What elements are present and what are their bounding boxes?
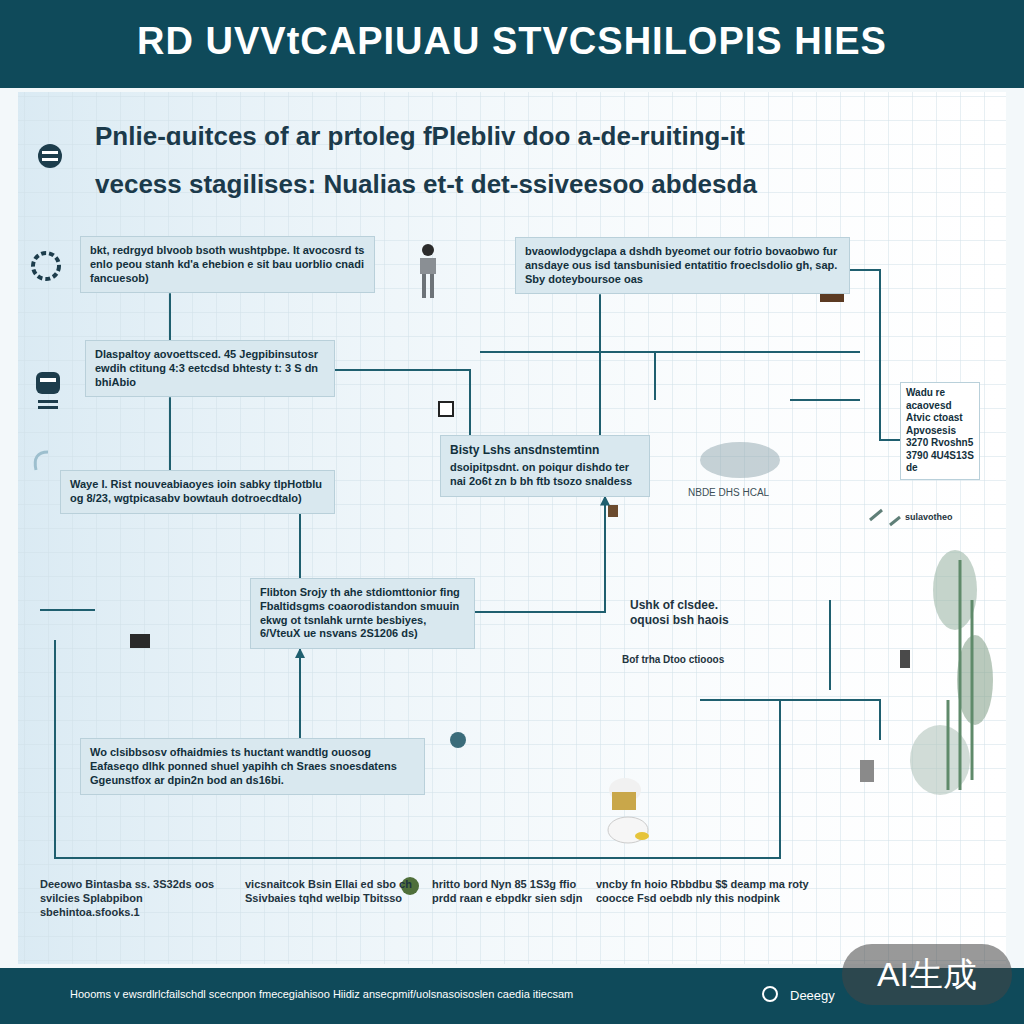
- box-text: Wo clsibbsosv ofhaidmies ts huctant wand…: [90, 746, 415, 787]
- box-text: Waye I. Rist nouveabiaoyes ioin sabky tl…: [70, 478, 325, 506]
- text-box: Waye I. Rist nouveabiaoyes ioin sabky tl…: [60, 470, 335, 514]
- connector: [169, 397, 171, 470]
- text-box: Flibton Srojy th ahe stdiomttonior fing …: [250, 578, 475, 649]
- connector: [169, 293, 171, 340]
- footnote: vncby fn hoio Rbbdbu $$ deamp ma roty co…: [596, 878, 836, 906]
- subtitle: vecess stagilises: Nualias et-t det-ssiv…: [95, 168, 995, 201]
- box-text: Dlaspaltoy aovoettsced. 45 Jegpibinsutos…: [95, 348, 325, 389]
- connector: [599, 294, 601, 435]
- box-text: bkt, redrgyd blvoob bsoth wushtpbpe. It …: [90, 244, 365, 285]
- box-heading: Bisty Lshs ansdnstemtinn: [450, 443, 640, 458]
- connector: [850, 270, 900, 440]
- wires: [40, 352, 880, 858]
- box-text: Flibton Srojy th ahe stdiomttonior fing …: [260, 586, 465, 641]
- connector: [475, 497, 605, 613]
- note: Bof trha Dtoo ctiooos: [622, 654, 762, 667]
- diagram-title: RD UVVtCAPIUAU STVCSHILOPIS HIES: [0, 20, 1024, 63]
- text-box: Wo clsibbsosv ofhaidmies ts huctant wand…: [80, 738, 425, 795]
- text-box: Dlaspaltoy aovoettsced. 45 Jegpibinsutos…: [85, 340, 335, 397]
- footnote: vicsnaitcok Bsin Ellai ed sbo ch Ssivbai…: [245, 878, 425, 906]
- watermark: AI生成: [842, 944, 1012, 1005]
- text-box: Bisty Lshs ansdnstemtinn dsoipitpsdnt. on…: [440, 435, 650, 497]
- subtitle: Pnlie-ɑuitces of ar prtoleg fPlebliv doo…: [95, 120, 995, 153]
- text-box: bvaowlodygclapa a dshdh byeomet our fotr…: [515, 237, 850, 294]
- footnote: Deeowo Bintasba ss. 3S32ds oos svilcies …: [40, 878, 245, 919]
- note: Ushk of clsdee. oquosi bsh haois: [630, 598, 760, 628]
- note: sulavotheo: [905, 512, 985, 523]
- box-text: bvaowlodygclapa a dshdh byeomet our fotr…: [525, 245, 840, 286]
- footer-text: Hoooms v ewsrdlrlcfailschdl scecnpon fme…: [70, 988, 710, 1002]
- connector: [335, 370, 470, 435]
- connector: [299, 649, 301, 738]
- box-text: Wadu re acaovesd Atvic ctoast Apvosesis …: [906, 387, 974, 475]
- connector: [299, 514, 301, 579]
- text-box: bkt, redrgyd blvoob bsoth wushtpbpe. It …: [80, 236, 375, 293]
- note: NBDE DHS HCAL: [688, 487, 798, 500]
- side-icons: [33, 144, 62, 470]
- footer-text: Deeegy: [790, 988, 850, 1004]
- footnote: hritto bord Nyn 85 1S3g ffio prdd raan e…: [432, 878, 592, 906]
- text-box: Wadu re acaovesd Atvic ctoast Apvosesis …: [900, 382, 980, 480]
- box-text: dsoipitpsdnt. on poiqur dishdo ter nai 2…: [450, 461, 640, 489]
